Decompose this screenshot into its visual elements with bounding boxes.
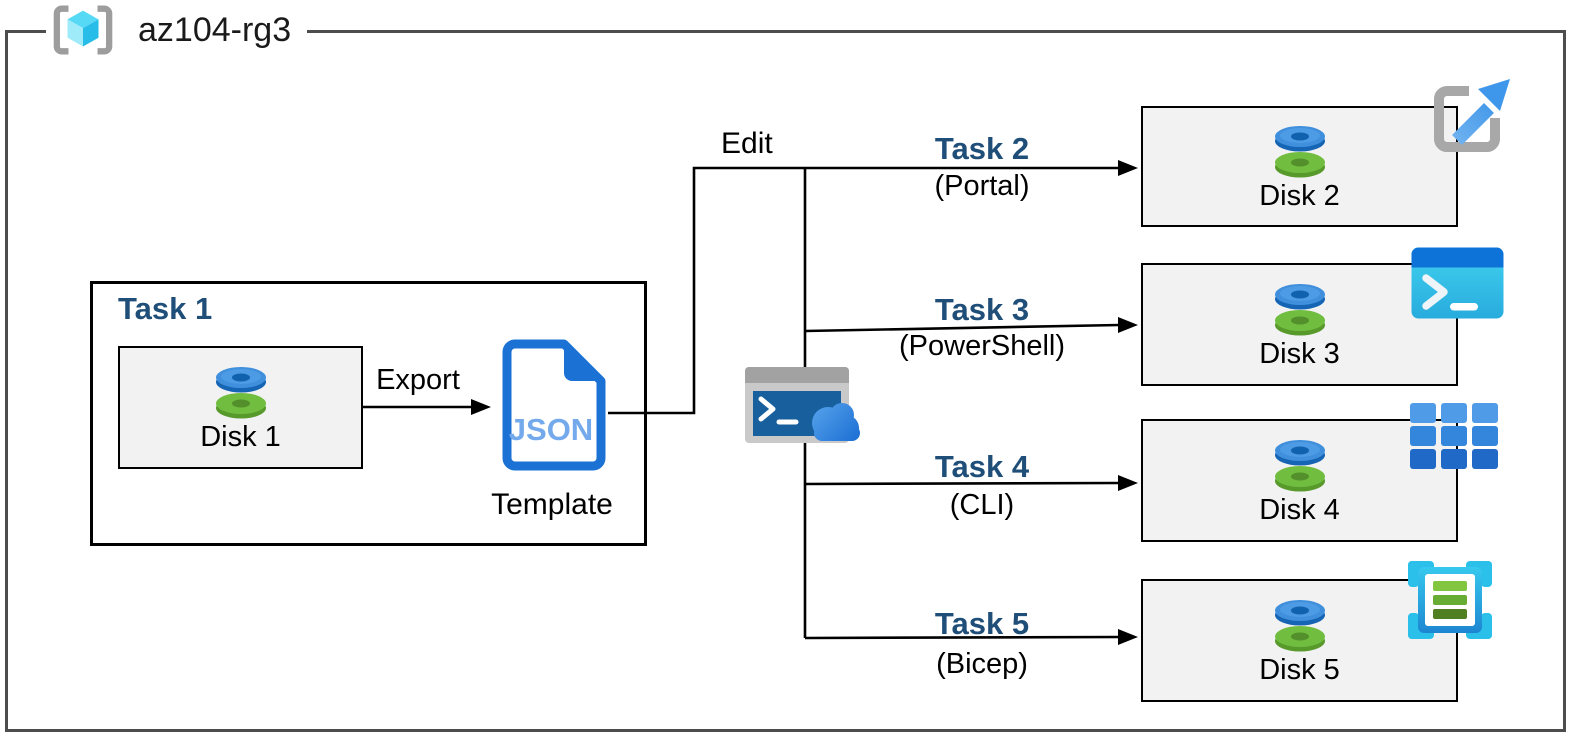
portal-launch-icon: [1419, 70, 1515, 160]
cloud-shell-icon: [744, 365, 866, 445]
task2-method-label: (Portal): [934, 170, 1030, 202]
task5-arrowhead: [1118, 629, 1138, 645]
json-template-icon: JSON: [494, 338, 608, 472]
task5-label: Task 5: [934, 606, 1030, 641]
resource-group-name: az104-rg3: [138, 10, 292, 49]
task4-label: Task 4: [934, 449, 1030, 484]
task3-arrowhead: [1118, 317, 1138, 333]
disk5-label: Disk 5: [1259, 653, 1340, 686]
edit-label: Edit: [721, 127, 773, 160]
resource-group-border: [5, 30, 1566, 732]
disk4-label: Disk 4: [1259, 493, 1340, 526]
template-label: Template: [491, 488, 613, 521]
task3-method-label: (PowerShell): [899, 330, 1065, 362]
disk1-label: Disk 1: [200, 420, 281, 453]
task3-label: Task 3: [934, 292, 1030, 327]
cli-grid-icon: [1410, 403, 1498, 469]
task1-title: Task 1: [118, 291, 213, 326]
disk1-box: Disk 1: [118, 346, 363, 469]
json-text: JSON: [509, 412, 593, 447]
powershell-icon: [1411, 247, 1504, 319]
task3-line: [804, 323, 1120, 333]
disk-icon: [1274, 283, 1325, 335]
disk5-box: Disk 5: [1141, 579, 1458, 702]
task4-method-label: (CLI): [949, 489, 1015, 521]
disk-icon: [1274, 439, 1325, 491]
disk-icon: [1274, 599, 1325, 651]
task4-line: [804, 481, 1120, 486]
disk-icon: [1274, 125, 1325, 177]
task4-arrowhead: [1118, 475, 1138, 491]
disk2-label: Disk 2: [1259, 179, 1340, 212]
disk3-label: Disk 3: [1259, 337, 1340, 370]
disk2-box: Disk 2: [1141, 106, 1458, 227]
task2-label: Task 2: [934, 131, 1030, 166]
task2-arrowhead: [1118, 160, 1138, 176]
disk-icon: [215, 366, 266, 418]
resource-group-icon: [53, 5, 113, 55]
disk3-box: Disk 3: [1141, 263, 1458, 386]
resource-group-header: az104-rg3: [46, 2, 308, 58]
export-label: Export: [376, 364, 460, 396]
export-arrowhead: [471, 399, 491, 415]
edit-task2-line: [608, 166, 1118, 415]
disk4-box: Disk 4: [1141, 419, 1458, 542]
task5-line: [804, 635, 1120, 640]
bicep-template-icon: [1406, 559, 1494, 641]
task5-method-label: (Bicep): [936, 648, 1028, 680]
